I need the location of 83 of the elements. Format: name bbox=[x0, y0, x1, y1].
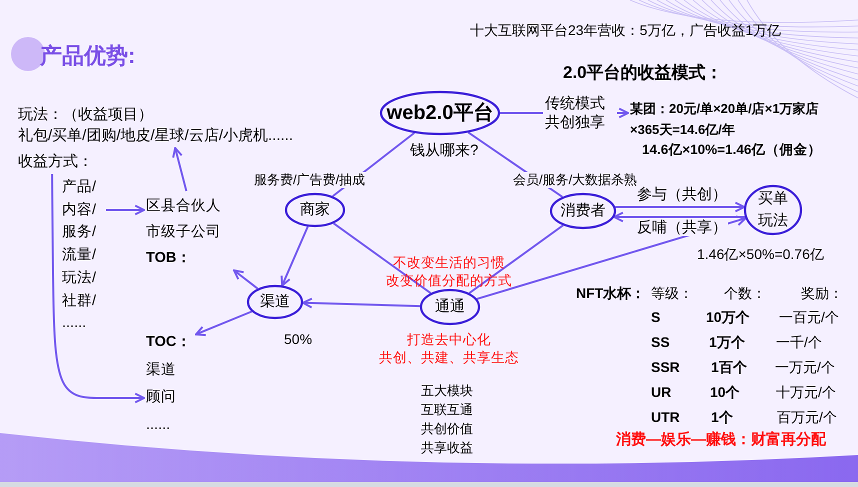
ellipse-node bbox=[744, 185, 802, 235]
node-label: 买单玩法 bbox=[757, 189, 789, 231]
table-text: UR bbox=[651, 383, 672, 401]
formula-text: ×365天=14.6亿/年 bbox=[630, 121, 735, 139]
arrow bbox=[302, 298, 420, 308]
arrow bbox=[615, 202, 746, 212]
arrow bbox=[233, 269, 258, 290]
node-label: 渠道 bbox=[260, 293, 290, 311]
edge-label: 反哺（共享） bbox=[636, 220, 728, 236]
arrow bbox=[280, 226, 309, 287]
table-text: 奖励： bbox=[801, 284, 843, 302]
table-text: 1万个 bbox=[709, 333, 745, 351]
list-item: TOC： bbox=[146, 333, 192, 352]
node-label: 消费者 bbox=[560, 202, 606, 220]
connector-line bbox=[468, 224, 564, 294]
table-text: 百万元/个 bbox=[777, 408, 837, 426]
heading-text: 玩法：（收益项目） bbox=[18, 105, 153, 125]
list-item: 社群/ bbox=[62, 292, 96, 311]
list-item: ...... bbox=[146, 416, 170, 436]
caption-text: 钱从哪来? bbox=[410, 142, 478, 160]
list-item: 流量/ bbox=[62, 246, 96, 266]
note-text: 传统模式 bbox=[545, 94, 605, 113]
note-text: 打造去中心化 bbox=[407, 331, 491, 349]
note-text: 14.6亿×10%=1.46亿（佣金） bbox=[642, 141, 822, 159]
note-text: 共创独享 bbox=[545, 113, 605, 132]
note-text: 共享收益 bbox=[421, 439, 473, 457]
arrow bbox=[106, 204, 145, 216]
table-text: SS bbox=[651, 333, 670, 351]
ellipse-node bbox=[247, 285, 303, 319]
arrow bbox=[617, 108, 629, 118]
list-item: 玩法/ bbox=[62, 268, 96, 288]
list-item: 内容/ bbox=[62, 200, 96, 220]
connector-line bbox=[333, 222, 432, 294]
table-text: 10万个 bbox=[706, 308, 750, 326]
title: 产品优势: bbox=[40, 43, 136, 69]
note-text: 2.0平台的收益模式： bbox=[563, 64, 723, 82]
table-text: 10个 bbox=[710, 383, 740, 401]
note-text: 五大模块 bbox=[421, 382, 473, 400]
table-text: NFT水杯： bbox=[576, 284, 646, 302]
arrow bbox=[613, 212, 746, 222]
list-item: ...... bbox=[62, 314, 86, 334]
node-label: 商家 bbox=[300, 201, 330, 219]
table-text: 一百元/个 bbox=[779, 308, 839, 326]
list-text: 礼包/买单/团购/地皮/星球/云店/小虎机...... bbox=[18, 126, 294, 146]
note-text: 互联互通 bbox=[421, 401, 473, 419]
note-text: 1.46亿×50%=0.76亿 bbox=[697, 245, 824, 263]
table-text: 1个 bbox=[711, 408, 733, 426]
list-item: 渠道 bbox=[146, 360, 176, 380]
arrow bbox=[195, 310, 252, 336]
edge-label: 会员/服务/大数据杀熟 bbox=[512, 172, 638, 188]
table-text: 个数： bbox=[724, 284, 766, 302]
note-text: 共创、共建、共享生态 bbox=[379, 349, 519, 367]
note-text: 消费—娱乐—赚钱：财富再分配 bbox=[616, 431, 826, 449]
node-label: web2.0平台 bbox=[386, 104, 494, 122]
note-text: 十大互联网平台23年营收：5万亿，广告收益1万亿 bbox=[470, 21, 782, 39]
ellipse-node bbox=[420, 289, 480, 325]
table-text: 一千/个 bbox=[776, 333, 822, 351]
list-item: 区县合伙人 bbox=[146, 197, 221, 216]
node-label: 通通 bbox=[435, 298, 465, 316]
edge-label: 服务费/广告费/抽成 bbox=[253, 172, 366, 188]
arrow bbox=[51, 174, 145, 404]
note-text: 50% bbox=[284, 330, 312, 348]
table-text: SSR bbox=[651, 358, 680, 376]
list-item: 市级子公司 bbox=[146, 222, 221, 242]
arrow bbox=[172, 147, 188, 192]
table-text: S bbox=[651, 308, 660, 326]
note-text: 不改变生活的习惯 bbox=[393, 254, 505, 272]
list-item: 服务/ bbox=[62, 223, 96, 242]
table-text: 1百个 bbox=[711, 358, 747, 376]
table-text: UTR bbox=[651, 408, 680, 426]
note-text: 改变价值分配的方式 bbox=[386, 272, 512, 290]
connector-line bbox=[500, 112, 543, 114]
list-item: TOB： bbox=[146, 249, 192, 268]
heading-text: 收益方式： bbox=[18, 152, 93, 172]
table-text: 等级： bbox=[651, 284, 693, 302]
ellipse-node bbox=[285, 193, 345, 227]
formula-text: 某团：20元/单×20单/店×1万家店 bbox=[630, 100, 819, 118]
table-text: 十万元/个 bbox=[776, 383, 836, 401]
ellipse-node bbox=[550, 193, 616, 229]
note-text: 共创价值 bbox=[421, 420, 473, 438]
list-item: 产品/ bbox=[62, 178, 96, 197]
table-text: 一万元/个 bbox=[775, 358, 835, 376]
list-item: 顾问 bbox=[146, 388, 176, 408]
